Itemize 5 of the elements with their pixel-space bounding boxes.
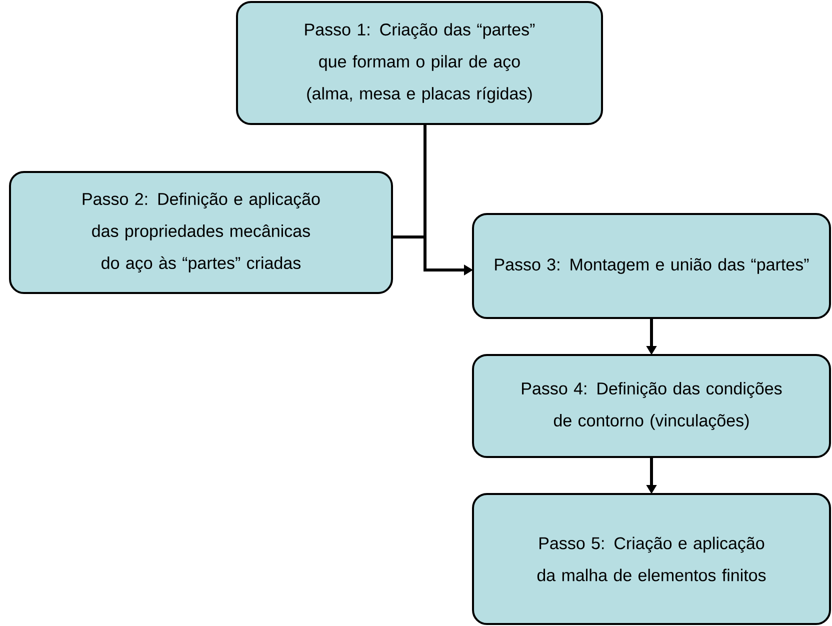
process-box: Passo 5: Criação e aplicação da malha de elementos finitos [472, 493, 832, 625]
process-box: Passo 1: Criação das “partes” que formam o pilar de aço (alma, mesa e placas rígidas) [236, 1, 603, 125]
process-box: Passo 2: Definição e aplicação das propriedades mecânicas do aço às “partes” criadas [9, 171, 393, 294]
process-box: Passo 4: Definição das condições de contorno (vinculações) [472, 354, 832, 458]
process-box: Passo 3: Montagem e união das “partes” [472, 213, 832, 319]
